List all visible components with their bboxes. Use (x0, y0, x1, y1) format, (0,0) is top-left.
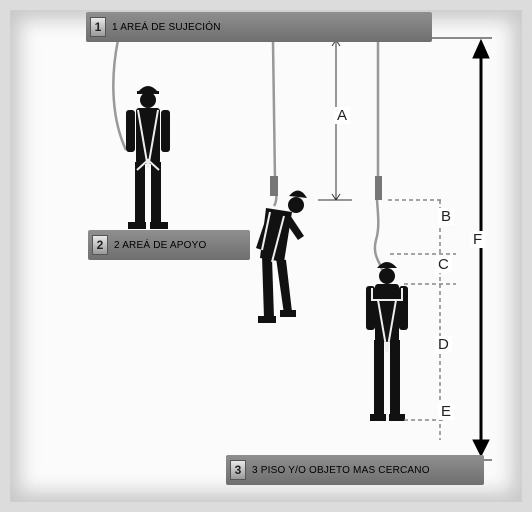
lanyard-3-absorber (375, 176, 382, 200)
lanyard-2-absorber (270, 176, 278, 196)
dimension-b-label: B (438, 208, 455, 225)
dimension-f-label: F (470, 231, 486, 248)
anchorage-number-chip: 1 (90, 17, 106, 37)
dimension-c-label: C (435, 256, 452, 273)
worker-arrested (366, 262, 408, 421)
support-number-chip: 2 (92, 235, 108, 255)
anchorage-label-text: 1 AREÁ DE SUJECIÓN (112, 21, 221, 33)
lanyard-1 (112, 39, 128, 151)
anchorage-area-label: 1 1 AREÁ DE SUJECIÓN (86, 12, 432, 42)
floor-label-text: 3 PISO Y/O OBJETO MAS CERCANO (252, 464, 430, 476)
dimension-e-label: E (438, 403, 455, 420)
worker-falling (256, 190, 307, 323)
floor-label: 3 3 PISO Y/O OBJETO MAS CERCANO (226, 455, 484, 485)
dimension-f-arrow (472, 38, 490, 458)
support-label-text: 2 AREÁ DE APOYO (114, 239, 207, 251)
lanyard-3 (373, 42, 384, 271)
support-area-label: 2 2 AREÁ DE APOYO (88, 230, 250, 260)
floor-number-chip: 3 (230, 460, 246, 480)
dimension-a-label: A (334, 107, 351, 124)
worker-standing (126, 86, 170, 229)
clearance-dimension-lines (388, 199, 456, 440)
dimension-d-label: D (435, 336, 452, 353)
